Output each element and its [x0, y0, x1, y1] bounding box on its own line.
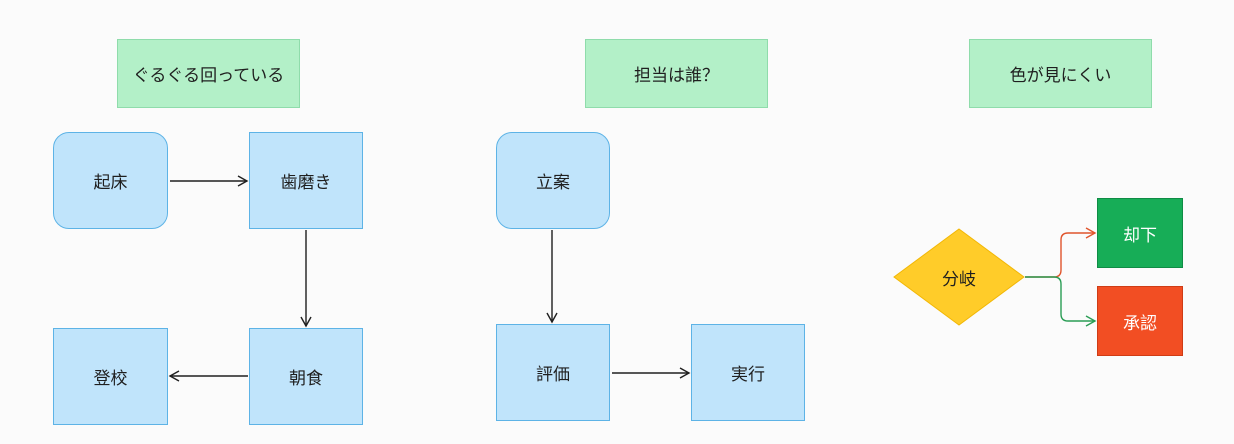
node-execute[interactable]: 実行 — [691, 324, 805, 421]
node-wake[interactable]: 起床 — [53, 132, 168, 229]
edge-branch-approve — [1025, 276, 1097, 327]
decision-diamond-shape — [893, 228, 1025, 326]
node-approve[interactable]: 承認 — [1097, 286, 1183, 356]
group-title-loop: ぐるぐる回っている — [117, 39, 300, 108]
node-evaluate[interactable]: 評価 — [496, 324, 610, 421]
edge-branch-reject — [1025, 227, 1097, 278]
node-branch-label: 分岐 — [942, 269, 976, 290]
node-breakfast[interactable]: 朝食 — [249, 328, 363, 425]
node-plan[interactable]: 立案 — [496, 132, 610, 229]
node-teeth[interactable]: 歯磨き — [249, 132, 363, 229]
node-reject[interactable]: 却下 — [1097, 198, 1183, 268]
group-title-owner: 担当は誰？ — [585, 39, 768, 108]
group-title-color: 色が見にくい — [969, 39, 1152, 108]
node-school[interactable]: 登校 — [53, 328, 168, 425]
node-branch[interactable]: 分岐 — [893, 228, 1025, 326]
